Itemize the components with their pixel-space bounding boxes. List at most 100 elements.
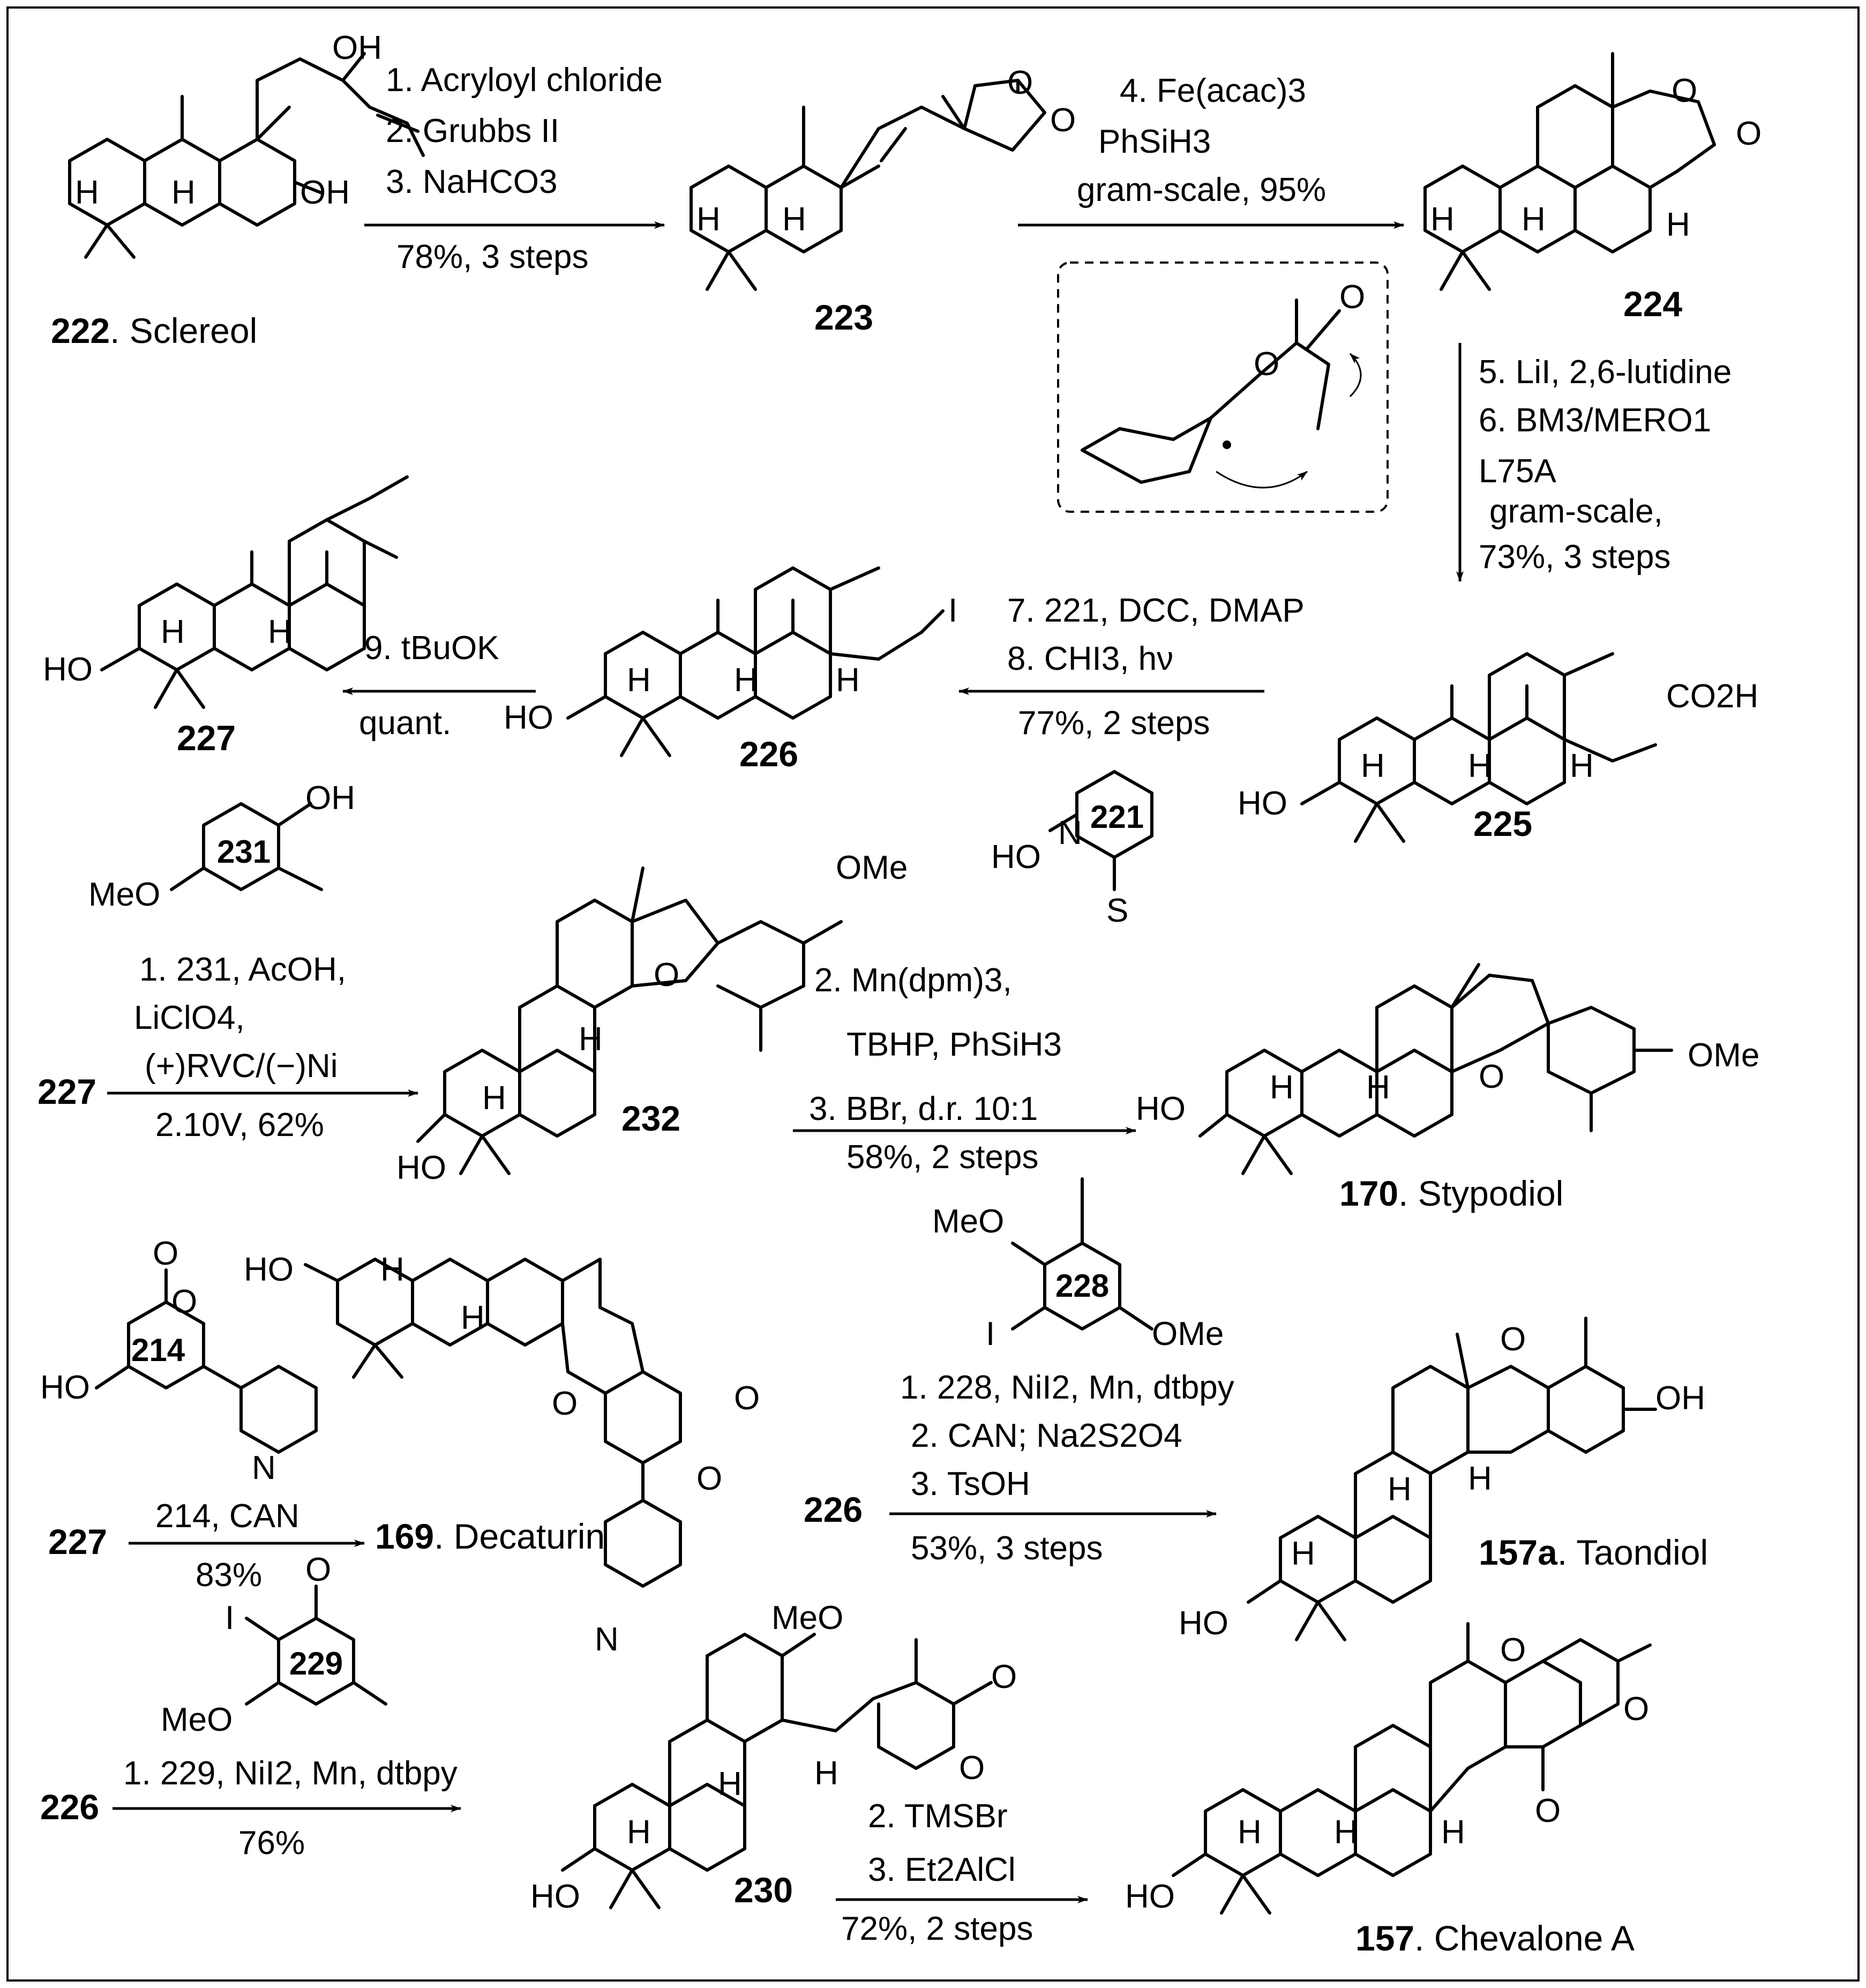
compound-label: 169. Decaturin — [375, 1516, 605, 1556]
atom: O — [305, 1551, 331, 1588]
compound-number: 232 — [621, 1098, 680, 1138]
atom: H — [1238, 1814, 1262, 1851]
compound-230: MeO O O HO H H H 230 — [530, 1600, 1017, 1915]
condition: gram-scale, 95% — [1077, 171, 1326, 208]
reaction-step-11: 2. TMSBr 3. Et2AlCl 72%, 2 steps — [836, 1798, 1088, 1947]
atom: HO — [43, 651, 93, 688]
condition: TBHP, PhSiH3 — [846, 1026, 1062, 1063]
compound-224: O O H H H 224 — [1423, 52, 1762, 324]
atom: O — [1479, 1058, 1504, 1095]
atom: HO — [1136, 1090, 1186, 1127]
atom: HO — [244, 1251, 294, 1288]
atom: O — [734, 1380, 760, 1417]
atom: O — [1623, 1691, 1649, 1728]
compound-228: 228 MeO I OMe — [932, 1177, 1224, 1352]
atom: H — [1468, 1460, 1492, 1497]
condition: 2. TMSBr — [868, 1798, 1008, 1835]
yield: 53%, 3 steps — [911, 1530, 1103, 1567]
compound-170: O OMe HO H H 170. Stypodiol — [1136, 963, 1759, 1213]
atom: H — [1522, 201, 1546, 238]
reaction-step-7: 2. Mn(dpm)3, TBHP, PhSiH3 3. BBr, d.r. 1… — [793, 962, 1136, 1176]
condition: 6. BM3/MERO1 — [1479, 402, 1711, 439]
reaction-step-6: 227 1. 231, AcOH, LiClO4, (+)RVC/(−)Ni 2… — [38, 951, 418, 1144]
condition: 9. tBuOK — [364, 630, 499, 667]
condition: 2. Grubbs II — [386, 113, 559, 150]
compound-214: 214 O O HO N — [40, 1235, 318, 1486]
ring-number: 221 — [1090, 799, 1144, 835]
compound-169: HO H H O O O N 169. Decaturin — [244, 1251, 760, 1658]
reaction-step-8: 227 214, CAN 83% — [48, 1498, 365, 1594]
compound-222: OH OH H H 222. Sclereol — [51, 29, 425, 350]
atom: O — [153, 1235, 178, 1272]
compound-number: 227 — [48, 1522, 107, 1561]
compound-name: . Taondiol — [1557, 1533, 1708, 1572]
atom: HO — [991, 839, 1041, 876]
atom: H — [1468, 748, 1492, 784]
yield: 78%, 3 steps — [396, 238, 588, 275]
atom: H — [627, 662, 651, 699]
yield: 2.10V, 62% — [155, 1107, 324, 1144]
yield: 72%, 2 steps — [841, 1910, 1033, 1947]
condition: 7. 221, DCC, DMAP — [1007, 592, 1305, 629]
condition: 1. Acryloyl chloride — [386, 62, 663, 99]
atom: O — [1254, 346, 1279, 383]
condition: gram-scale, — [1489, 493, 1663, 530]
compound-label: 157a. Taondiol — [1479, 1533, 1708, 1572]
compound-number: 230 — [734, 1870, 793, 1910]
atom: O — [959, 1750, 985, 1787]
condition: L75A — [1479, 453, 1556, 490]
condition: (+)RVC/(−)Ni — [145, 1048, 338, 1085]
condition: LiClO4, — [134, 999, 245, 1036]
condition: 214, CAN — [155, 1498, 299, 1535]
condition: 73%, 3 steps — [1479, 539, 1670, 576]
compound-157: O O O HO H H H 157. Chevalone A — [1125, 1622, 1652, 1958]
atom: S — [1106, 892, 1128, 929]
reaction-step-2: 4. Fe(acac)3 PhSiH3 gram-scale, 95% — [1018, 72, 1404, 229]
atom: O — [1535, 1792, 1561, 1829]
atom: OH — [305, 780, 355, 817]
ring-number: 229 — [289, 1646, 343, 1681]
compound-number: 226 — [40, 1787, 99, 1827]
ring-number: 214 — [131, 1332, 185, 1368]
atom: HO — [1179, 1605, 1228, 1642]
atom: H — [814, 1755, 838, 1792]
reaction-step-3: 5. LiI, 2,6-lutidine 6. BM3/MERO1 L75A g… — [1456, 343, 1732, 582]
atom: O — [1736, 115, 1762, 152]
atom: I — [986, 1316, 995, 1352]
compound-157a: O OH HO H H H 157a. Taondiol — [1179, 1317, 1708, 1642]
atom: I — [225, 1600, 234, 1636]
atom: H — [1388, 1471, 1412, 1508]
atom: OMe — [836, 849, 908, 886]
atom: H — [696, 201, 721, 238]
atom: H — [782, 201, 806, 238]
condition: 3. NaHCO3 — [386, 163, 557, 200]
atom: H — [161, 614, 185, 651]
yield: quant. — [359, 705, 451, 742]
atom: HO — [1238, 785, 1287, 822]
condition: 3. TsOH — [911, 1466, 1030, 1503]
atom: H — [1366, 1069, 1390, 1106]
compound-name: . Chevalone A — [1414, 1918, 1635, 1958]
atom: H — [836, 662, 860, 699]
compound-label: 222. Sclereol — [51, 311, 257, 350]
compound-number: 226 — [804, 1490, 863, 1529]
atom: N — [252, 1449, 276, 1486]
atom: O — [171, 1283, 197, 1320]
compound-number: 223 — [814, 297, 873, 337]
ring-number: 228 — [1055, 1268, 1109, 1304]
condition: 3. Et2AlCl — [868, 1851, 1016, 1888]
compound-number: 225 — [1473, 804, 1532, 843]
atom: O — [1339, 279, 1365, 316]
compound-number: 169 — [375, 1516, 434, 1556]
atom: H — [1430, 201, 1455, 238]
compound-223: O O H H 223 — [690, 64, 1076, 337]
condition: 1. 229, NiI2, Mn, dtbpy — [123, 1755, 458, 1792]
atom: H — [718, 1766, 742, 1803]
atom: O — [1050, 102, 1076, 139]
compound-231: 231 OH MeO — [88, 780, 355, 913]
yield: 77%, 2 steps — [1018, 705, 1210, 742]
compound-221: 221 N HO S — [991, 770, 1153, 929]
atom: H — [579, 1021, 603, 1058]
atom: H — [171, 174, 196, 211]
